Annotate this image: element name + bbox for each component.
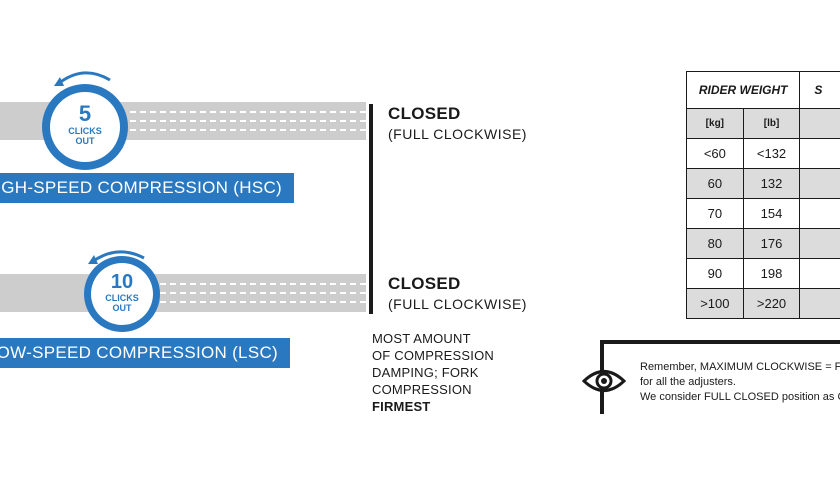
table-cut-cell [799,168,840,199]
closed-stop-line [369,104,373,314]
lsc-adjustment-track [0,274,366,312]
table-cut-cell [799,258,840,289]
hsc-dash-line-1 [130,111,366,113]
hsc-closed-label: CLOSED [388,104,461,123]
table-unit-kg: [kg] [686,108,744,139]
hsc-clicks-direction: OUT [75,136,95,146]
table-unit-lb: [lb] [742,108,801,139]
hsc-clicks-value: 5 [78,101,92,126]
note-line-2: OF COMPRESSION [372,348,494,363]
reminder-line-3: We consider FULL CLOSED position as C [640,391,840,403]
table-cell-lb: 176 [742,228,801,259]
lsc-closed-sub: (FULL CLOCKWISE) [388,296,527,312]
note-line-4: COMPRESSION [372,382,472,397]
lsc-clicks-unit: CLICKS [105,293,139,303]
table-header-rider-weight: RIDER WEIGHT [685,71,801,109]
table-cell-kg: <60 [686,138,744,169]
table-header-cut: S [799,71,840,109]
reminder-text: Remember, MAXIMUM CLOCKWISE = F for all … [640,360,840,405]
hsc-clicks-knob[interactable]: 5 CLICKS OUT [42,84,128,170]
lsc-dash-line-2 [160,292,366,294]
table-row: 70 154 [686,198,840,229]
hsc-rotate-arrow-icon [54,71,111,86]
rider-weight-table: RIDER WEIGHT S [kg] [lb] <60 <132 60 132… [685,71,840,319]
lsc-dash-line-3 [160,301,366,303]
lsc-clicks-direction: OUT [112,303,132,313]
table-cell-kg: 80 [686,228,744,259]
table-cut-cell [799,138,840,169]
lsc-clicks-value: 10 [110,271,134,293]
table-cell-lb: <132 [742,138,801,169]
note-emphasis: FIRMEST [372,399,431,414]
table-cut-cell [799,228,840,259]
table-row: <60 <132 [686,138,840,169]
table-row: 80 176 [686,228,840,259]
table-cell-kg: 60 [686,168,744,199]
note-line-3: DAMPING; FORK [372,365,479,380]
table-cell-lb: 154 [742,198,801,229]
hsc-closed-sub: (FULL CLOCKWISE) [388,126,527,142]
table-cell-lb: 198 [742,258,801,289]
reminder-line-1: Remember, MAXIMUM CLOCKWISE = F [640,361,840,373]
table-row: 90 198 [686,258,840,289]
note-line-1: MOST AMOUNT [372,331,471,346]
hsc-label: HIGH-SPEED COMPRESSION (HSC) [0,173,294,203]
table-row: >100 >220 [686,288,840,319]
table-cut-cell [799,288,840,319]
table-cell-kg: 90 [686,258,744,289]
lsc-closed-label: CLOSED [388,274,461,293]
lsc-rotate-arrow-icon [88,250,145,264]
hsc-clicks-unit: CLICKS [68,126,102,136]
firmness-note: MOST AMOUNT OF COMPRESSION DAMPING; FORK… [372,330,512,415]
table-row: 60 132 [686,168,840,199]
lsc-label: LOW-SPEED COMPRESSION (LSC) [0,338,290,368]
table-cut-cell [799,108,840,139]
table-cell-kg: 70 [686,198,744,229]
table-cell-lb: >220 [742,288,801,319]
hsc-dash-line-3 [130,129,366,131]
hsc-dash-line-2 [130,120,366,122]
table-cell-kg: >100 [686,288,744,319]
table-cell-lb: 132 [742,168,801,199]
eye-icon [582,370,626,392]
table-cut-cell [799,198,840,229]
lsc-clicks-knob[interactable]: 10 CLICKS OUT [84,256,160,332]
reminder-line-2: for all the adjusters. [640,376,736,388]
lsc-dash-line-1 [160,283,366,285]
